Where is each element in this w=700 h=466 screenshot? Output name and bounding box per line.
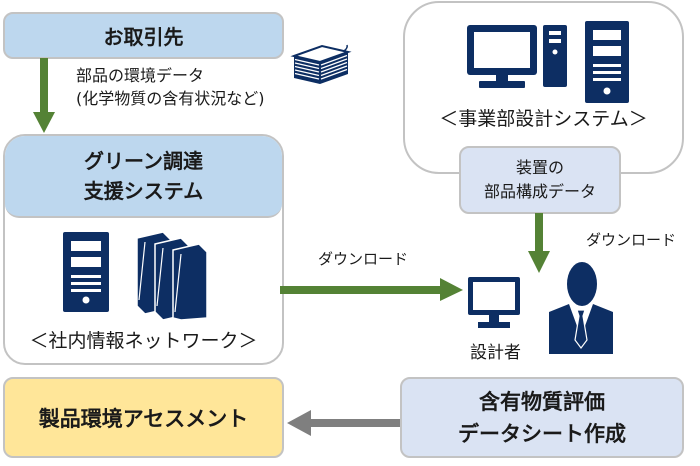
supplier-title: お取引先 (103, 25, 184, 49)
parts-config-line1: 装置の (515, 158, 564, 177)
datasheet-line2: データシート作成 (458, 421, 626, 446)
design-system-label: ＜事業部設計システム＞ (439, 108, 648, 130)
pc-tower-icon (543, 25, 567, 87)
download-label: ダウンロード (318, 250, 409, 268)
system-title-line1: グリーン調達 (84, 149, 203, 173)
person-icon (549, 262, 613, 354)
supplier-data-label: 部品の環境データ (化学物質の含有状況など) (76, 64, 265, 110)
parts-config-data-box: 装置の 部品構成データ (459, 146, 621, 214)
datasheet-line1: 含有物質評価 (479, 389, 605, 414)
supplier-box: お取引先 (3, 12, 284, 59)
server-tower-icon (63, 232, 109, 312)
green-procurement-system-box: グリーン調達 支援システム ＜社内情報ネットワーク＞ (3, 134, 284, 365)
assessment-label: 製品環境アセスメント (38, 406, 249, 431)
substance-datasheet-box: 含有物質評価 データシート作成 (400, 377, 684, 458)
monitor-icon (468, 277, 520, 328)
download-label: ダウンロード (586, 231, 677, 249)
server-tower-icon (585, 21, 629, 103)
intranet-label: ＜社内情報ネットワーク＞ (29, 330, 258, 352)
product-environment-assessment-box: 製品環境アセスメント (3, 377, 284, 458)
document-stack-icon (290, 44, 352, 84)
file-binders-icon (136, 231, 208, 321)
arrow-supplier-to-system (33, 58, 55, 133)
green-procurement-header: グリーン調達 支援システム (5, 136, 282, 218)
arrow-system-to-designer (280, 278, 463, 301)
desktop-monitor-icon (467, 25, 537, 88)
designer-label: 設計者 (470, 343, 521, 363)
data-label-line1: 部品の環境データ (76, 66, 205, 85)
system-title-line2: 支援システム (83, 179, 204, 203)
data-label-line2: (化学物質の含有状況など) (76, 89, 265, 108)
arrow-datasheet-to-assessment (287, 410, 400, 436)
parts-config-line2: 部品構成データ (483, 182, 596, 201)
arrow-config-to-designer (528, 213, 550, 273)
division-design-system-box: ＜事業部設計システム＞ (403, 1, 684, 174)
